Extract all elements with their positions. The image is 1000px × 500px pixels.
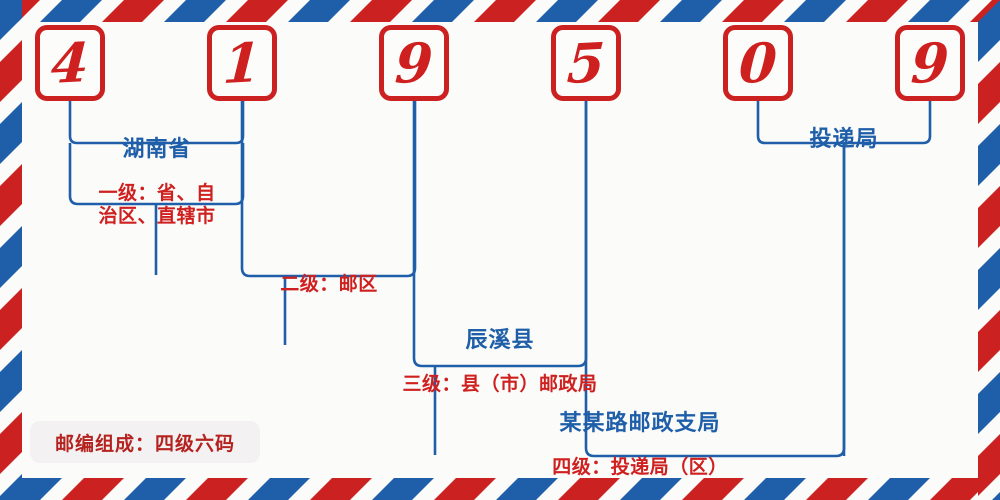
postal-digit-3: 9 [393,30,435,96]
border-top [0,0,1000,22]
postal-digit-2: 1 [221,30,263,96]
footer-badge-text: 邮编组成：四级六码 [54,432,235,455]
label-level4: 某某路邮政支局 四级：投递局（区） [420,390,860,499]
label-level3-title: 辰溪县 [465,326,535,353]
postal-digit-box-1[interactable]: 4 [35,25,105,101]
postal-digit-box-3[interactable]: 9 [379,25,449,101]
border-left [0,0,22,500]
postal-digit-6: 9 [909,30,951,96]
postal-digit-box-2[interactable]: 1 [207,25,277,101]
label-level1: 湖南省 一级：省、自 治区、直辖市 [72,116,242,248]
label-delivery-office: 投递局 [758,106,930,172]
label-level2-subtitle: 二级：邮区 [280,272,378,295]
postal-digit-5: 0 [737,30,779,96]
postal-digit-box-5[interactable]: 0 [723,25,793,101]
postal-digit-1: 4 [49,30,91,96]
postal-digit-4: 5 [565,30,607,96]
label-level3-subtitle: 三级：县（市）邮政局 [402,372,598,395]
label-level3: 辰溪县 三级：县（市）邮政局 [280,307,720,416]
label-level4-title: 某某路邮政支局 [559,409,721,436]
label-level4-subtitle: 四级：投递局（区） [552,455,728,478]
label-level1-title: 湖南省 [122,135,192,162]
label-level2: 二级：邮区 [243,253,415,315]
border-bottom [0,478,1000,500]
postal-digit-box-6[interactable]: 9 [895,25,965,101]
label-level1-subtitle: 一级：省、自 治区、直辖市 [98,181,216,228]
footer-badge: 邮编组成：四级六码 [30,421,260,463]
label-delivery-office-title: 投递局 [809,125,879,152]
border-right [978,0,1000,500]
postal-digit-box-4[interactable]: 5 [551,25,621,101]
